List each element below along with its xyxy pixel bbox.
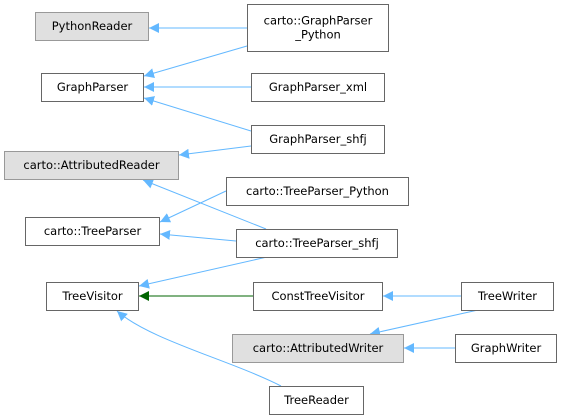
class-node-const-tree-visitor[interactable]: ConstTreeVisitor	[253, 282, 383, 311]
class-node-graph-parser-xml[interactable]: GraphParser_xml	[251, 73, 385, 102]
class-node-box	[35, 12, 149, 41]
class-node-box	[247, 4, 389, 52]
class-node-label: GraphWriter	[471, 341, 542, 355]
class-node-box	[269, 386, 364, 415]
class-node-box	[232, 334, 404, 363]
class-node-box	[236, 229, 398, 258]
class-node-label: GraphParser	[57, 80, 129, 94]
inheritance-edges	[116, 23, 479, 387]
class-node-graph-parser-shfj[interactable]: GraphParser_shfj	[251, 125, 385, 154]
class-node-label: carto::AttributedWriter	[253, 341, 384, 355]
class-node-graph-parser-python[interactable]: carto::GraphParser_Python	[247, 4, 389, 52]
class-node-tree-writer[interactable]: TreeWriter	[461, 282, 554, 311]
class-node-label: carto::TreeParser_shfj	[255, 236, 379, 250]
class-node-label: GraphParser_shfj	[269, 132, 367, 146]
class-node-label: carto::TreeParser	[44, 224, 142, 238]
class-node-box	[251, 125, 385, 154]
class-node-box	[226, 177, 409, 206]
edge-tree-parser-shfj-to-tree-visitor	[138, 256, 268, 289]
class-node-graph-writer[interactable]: GraphWriter	[455, 334, 557, 363]
class-node-label: carto::TreeParser_Python	[246, 184, 389, 198]
class-node-label: PythonReader	[52, 19, 133, 33]
edge-tree-parser-shfj-to-attributed-reader	[142, 179, 267, 230]
class-nodes: PythonReader carto::GraphParser_PythonGra…	[4, 4, 557, 415]
class-node-box	[455, 334, 557, 363]
class-node-tree-parser[interactable]: carto::TreeParser	[25, 217, 160, 246]
class-node-attributed-reader[interactable]: carto::AttributedReader	[4, 151, 179, 180]
edge-graph-parser-python-to-graph-parser	[143, 45, 248, 79]
edge-graph-parser-shfj-to-attributed-reader	[178, 145, 252, 159]
edge-graph-parser-shfj-to-graph-parser	[143, 96, 252, 132]
class-node-box	[253, 282, 383, 311]
class-node-box	[46, 282, 139, 311]
class-node-tree-reader[interactable]: TreeReader	[269, 386, 364, 415]
class-node-label: TreeVisitor	[61, 289, 123, 303]
class-node-graph-parser[interactable]: GraphParser	[41, 73, 144, 102]
class-node-tree-visitor[interactable]: TreeVisitor	[46, 282, 139, 311]
edge-tree-reader-to-tree-visitor	[116, 310, 282, 387]
class-node-label: GraphParser_xml	[269, 80, 367, 94]
class-node-label: TreeWriter	[477, 289, 537, 303]
class-node-label: _Python	[294, 28, 341, 42]
edge-tree-parser-python-to-tree-parser	[159, 190, 227, 223]
class-node-label: carto::GraphParser	[264, 14, 373, 28]
class-node-tree-parser-shfj[interactable]: carto::TreeParser_shfj	[236, 229, 398, 258]
class-node-label: TreeReader	[283, 393, 349, 407]
class-node-box	[461, 282, 554, 311]
class-node-python-reader[interactable]: PythonReader	[35, 12, 149, 41]
edge-tree-writer-to-attributed-writer	[369, 309, 479, 337]
class-node-box	[4, 151, 179, 180]
class-node-label: ConstTreeVisitor	[271, 289, 364, 303]
class-node-box	[251, 73, 385, 102]
class-node-box	[41, 73, 144, 102]
class-node-label: carto::AttributedReader	[23, 158, 159, 172]
class-node-box	[25, 217, 160, 246]
edge-tree-parser-shfj-to-tree-parser	[159, 229, 237, 242]
class-node-tree-parser-python[interactable]: carto::TreeParser_Python	[226, 177, 409, 206]
class-node-attributed-writer[interactable]: carto::AttributedWriter	[232, 334, 404, 363]
